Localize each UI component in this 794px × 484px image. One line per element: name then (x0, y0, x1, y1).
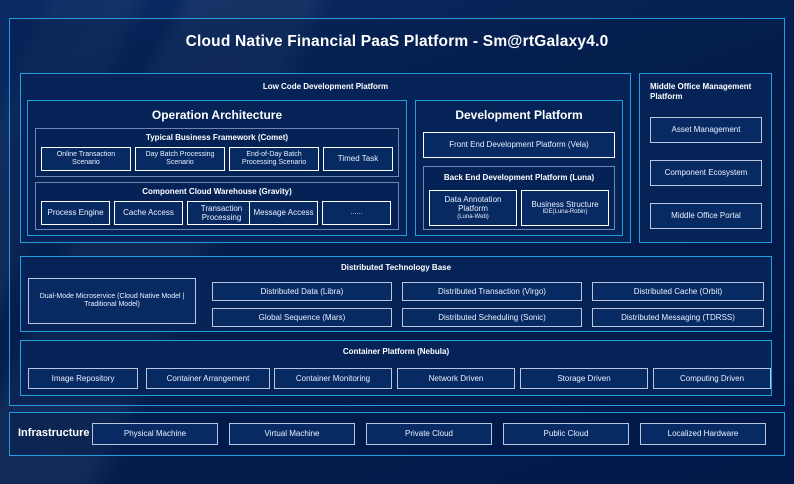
middle-office-chip-component-ecosystem[interactable]: Component Ecosystem (650, 160, 762, 186)
infrastructure-chip-localized-hardware[interactable]: Localized Hardware (640, 423, 766, 445)
component-chip-transaction-processing[interactable]: Transaction Processing (187, 201, 256, 225)
component-chip-cache-access[interactable]: Cache Access (114, 201, 183, 225)
low-code-development-platform-header: Low Code Development Platform (262, 82, 389, 91)
container-chip-network-driven[interactable]: Network Driven (397, 368, 515, 389)
component-chip-process-engine[interactable]: Process Engine (41, 201, 110, 225)
infrastructure-chip-physical-machine[interactable]: Physical Machine (92, 423, 218, 445)
front-end-development-platform-chip[interactable]: Front End Development Platform (Vela) (423, 132, 615, 158)
page-title: Cloud Native Financial PaaS Platform - S… (185, 33, 609, 50)
distributed-chip-distributed-messaging[interactable]: Distributed Messaging (TDRSS) (592, 308, 764, 327)
scenario-chip-end-of-day-batch-processing[interactable]: End-of-Day Batch Processing Scenario (229, 147, 319, 171)
scenario-chip-timed-task[interactable]: Timed Task (323, 147, 393, 171)
distributed-chip-distributed-scheduling[interactable]: Distributed Scheduling (Sonic) (402, 308, 582, 327)
scenario-chip-day-batch-processing[interactable]: Day Batch Processing Scenario (135, 147, 225, 171)
middle-office-management-platform-header: Middle Office Management Platform (650, 82, 752, 102)
container-chip-image-repository[interactable]: Image Repository (28, 368, 138, 389)
distributed-technology-base-header: Distributed Technology Base (340, 263, 452, 272)
back-end-chip-business-structure-label: Business Structure (531, 199, 599, 209)
middle-office-chip-asset-management[interactable]: Asset Management (650, 117, 762, 143)
container-chip-storage-driven[interactable]: Storage Driven (520, 368, 648, 389)
back-end-chip-data-annotation-platform-sub: (Luna-Web) (457, 213, 489, 220)
middle-office-chip-middle-office-portal[interactable]: Middle Office Portal (650, 203, 762, 229)
container-chip-container-arrangement[interactable]: Container Arrangement (146, 368, 270, 389)
container-platform-header: Container Platform (Nebula) (342, 347, 450, 356)
component-chip-message-access[interactable]: Message Access (249, 201, 318, 225)
infrastructure-chip-virtual-machine[interactable]: Virtual Machine (229, 423, 355, 445)
back-end-chip-data-annotation-platform[interactable]: Data Annotation Platform (Luna-Web) (429, 190, 517, 226)
back-end-chip-business-structure[interactable]: Business Structure IDE(Luna-Robin) (521, 190, 609, 226)
component-cloud-warehouse-header: Component Cloud Warehouse (Gravity) (142, 187, 292, 196)
container-chip-computing-driven[interactable]: Computing Driven (653, 368, 771, 389)
container-chip-container-monitoring[interactable]: Container Monitoring (274, 368, 392, 389)
infrastructure-chip-public-cloud[interactable]: Public Cloud (503, 423, 629, 445)
operation-architecture-header: Operation Architecture (151, 108, 283, 122)
distributed-chip-distributed-cache[interactable]: Distributed Cache (Orbit) (592, 282, 764, 301)
distributed-chip-global-sequence[interactable]: Global Sequence (Mars) (212, 308, 392, 327)
distributed-chip-distributed-data[interactable]: Distributed Data (Libra) (212, 282, 392, 301)
infrastructure-label: Infrastructure (18, 427, 90, 439)
back-end-chip-business-structure-sub: IDE(Luna-Robin) (542, 209, 588, 216)
component-chip-more[interactable]: ...... (322, 201, 391, 225)
distributed-chip-dual-mode-microservice[interactable]: Dual-Mode Microservice (Cloud Native Mod… (28, 278, 196, 324)
back-end-chip-data-annotation-platform-label: Data Annotation Platform (444, 195, 502, 214)
back-end-development-platform-header: Back End Development Platform (Luna) (443, 173, 595, 182)
scenario-chip-online-transaction[interactable]: Online Transaction Scenario (41, 147, 131, 171)
typical-business-framework-header: Typical Business Framework (Comet) (145, 133, 289, 142)
development-platform-header: Development Platform (455, 108, 583, 122)
distributed-chip-distributed-transaction[interactable]: Distributed Transaction (Virgo) (402, 282, 582, 301)
infrastructure-chip-private-cloud[interactable]: Private Cloud (366, 423, 492, 445)
